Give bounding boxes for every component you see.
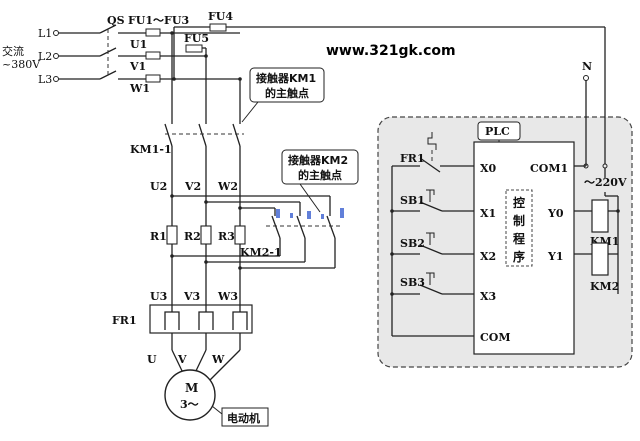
resistor-label-r2: R2: [184, 230, 201, 243]
motor-wiring: U V W: [147, 333, 241, 381]
motor-terminal-w: W: [211, 353, 225, 366]
plc-terminal-com: COM: [480, 331, 511, 344]
plc-program-char: 控: [513, 195, 525, 210]
plc-terminal-x0: X0: [480, 162, 497, 175]
fuse-5-label: FU5: [184, 32, 209, 45]
fuse-main-label: FU1～FU3: [128, 14, 189, 27]
phase-label-v1: V1: [129, 60, 146, 73]
plc-output-wiring: N ～220V KM1 KM2: [574, 60, 627, 294]
qs-label: QS: [107, 14, 125, 27]
plc-terminal-com1: COM1: [530, 162, 568, 175]
phase-label-w3: W3: [217, 290, 238, 303]
plc-block: PLC 控 制 程 序 X0 X1 X2 X3 COM COM1 Y0 Y1: [473, 121, 575, 355]
plc-program-char: 序: [513, 249, 525, 264]
km1-callout-line2: 的主触点: [265, 86, 309, 100]
phase-label-u1: U1: [130, 38, 147, 51]
phase-label-v3: V3: [183, 290, 200, 303]
phase-label-u2: U2: [150, 180, 167, 193]
km2-callout-line1: 接触器KM2: [288, 153, 348, 167]
supply-line-label: L2: [38, 50, 52, 63]
motor-terminal-v: V: [177, 353, 187, 366]
motor: M 3～ 电动机: [164, 369, 269, 427]
coil-km2-label: KM2: [590, 280, 619, 293]
phase-label-u3: U3: [150, 290, 167, 303]
supply-line-label: L3: [38, 73, 52, 86]
plc-terminal-x3: X3: [480, 290, 496, 303]
phase-label-v2: V2: [184, 180, 201, 193]
qs-switch: QS U1 V1 W1: [99, 14, 150, 95]
plc-program-char: 制: [513, 213, 525, 228]
resistors: R1 R2 R3: [150, 225, 246, 245]
motor-symbol: M: [185, 381, 198, 395]
phase-label-w1: W1: [129, 82, 150, 95]
motor-label: 电动机: [227, 411, 260, 425]
phase-label-w2: W2: [217, 180, 238, 193]
supply-lines: L1 L2 L3 交流 ~380V: [2, 27, 100, 86]
supply-line-label: L1: [38, 27, 52, 40]
motor-phase: 3～: [180, 398, 199, 411]
km2-callout-line2: 的主触点: [298, 168, 342, 182]
plc-input-sb2: SB2: [400, 237, 425, 250]
plc-terminal-x2: X2: [480, 250, 496, 263]
coil-km1: [591, 199, 609, 233]
plc-input-fr1: FR1: [400, 152, 425, 165]
fuse-4-label: FU4: [208, 10, 233, 23]
km2-label: KM2-1: [240, 246, 282, 259]
plc-program-char: 程: [513, 231, 525, 246]
plc-n-label: N: [582, 60, 592, 73]
plc-input-sb1: SB1: [400, 194, 425, 207]
phase-verticals: [170, 31, 242, 120]
plc-terminal-y1: Y1: [547, 250, 564, 263]
resistor-label-r1: R1: [150, 230, 167, 243]
plc-input-sb3: SB3: [400, 276, 425, 289]
km1-callout-line1: 接触器KM1: [256, 71, 316, 85]
plc-title: PLC: [485, 125, 510, 138]
fr1-label: FR1: [112, 314, 137, 327]
fr1-relay: FR1: [112, 304, 253, 334]
km2-contacts: KM2-1: [170, 215, 340, 270]
watermark-text: www.321gk.com: [326, 43, 456, 59]
watermark-dots: [276, 208, 344, 219]
plc-voltage-label: ～220V: [584, 176, 627, 189]
motor-terminal-u: U: [147, 353, 157, 366]
fuse-5: FU5: [184, 32, 209, 56]
km1-label: KM1-1: [130, 143, 172, 156]
km1-callout: 接触器KM1 的主触点: [241, 67, 325, 123]
plc-input-wiring: FR1 SB1 SB2 SB3: [390, 132, 474, 337]
plc-terminal-x1: X1: [480, 207, 496, 220]
coil-km2: [591, 242, 609, 276]
km2-bus: [170, 194, 331, 216]
resistor-label-r3: R3: [218, 230, 235, 243]
plc-terminal-y0: Y0: [547, 207, 564, 220]
fuse-4: FU4: [172, 10, 606, 152]
supply-voltage-label: ~380V: [2, 58, 41, 71]
km2-callout: 接触器KM2 的主触点: [281, 149, 359, 213]
supply-ac-label: 交流: [2, 44, 24, 58]
